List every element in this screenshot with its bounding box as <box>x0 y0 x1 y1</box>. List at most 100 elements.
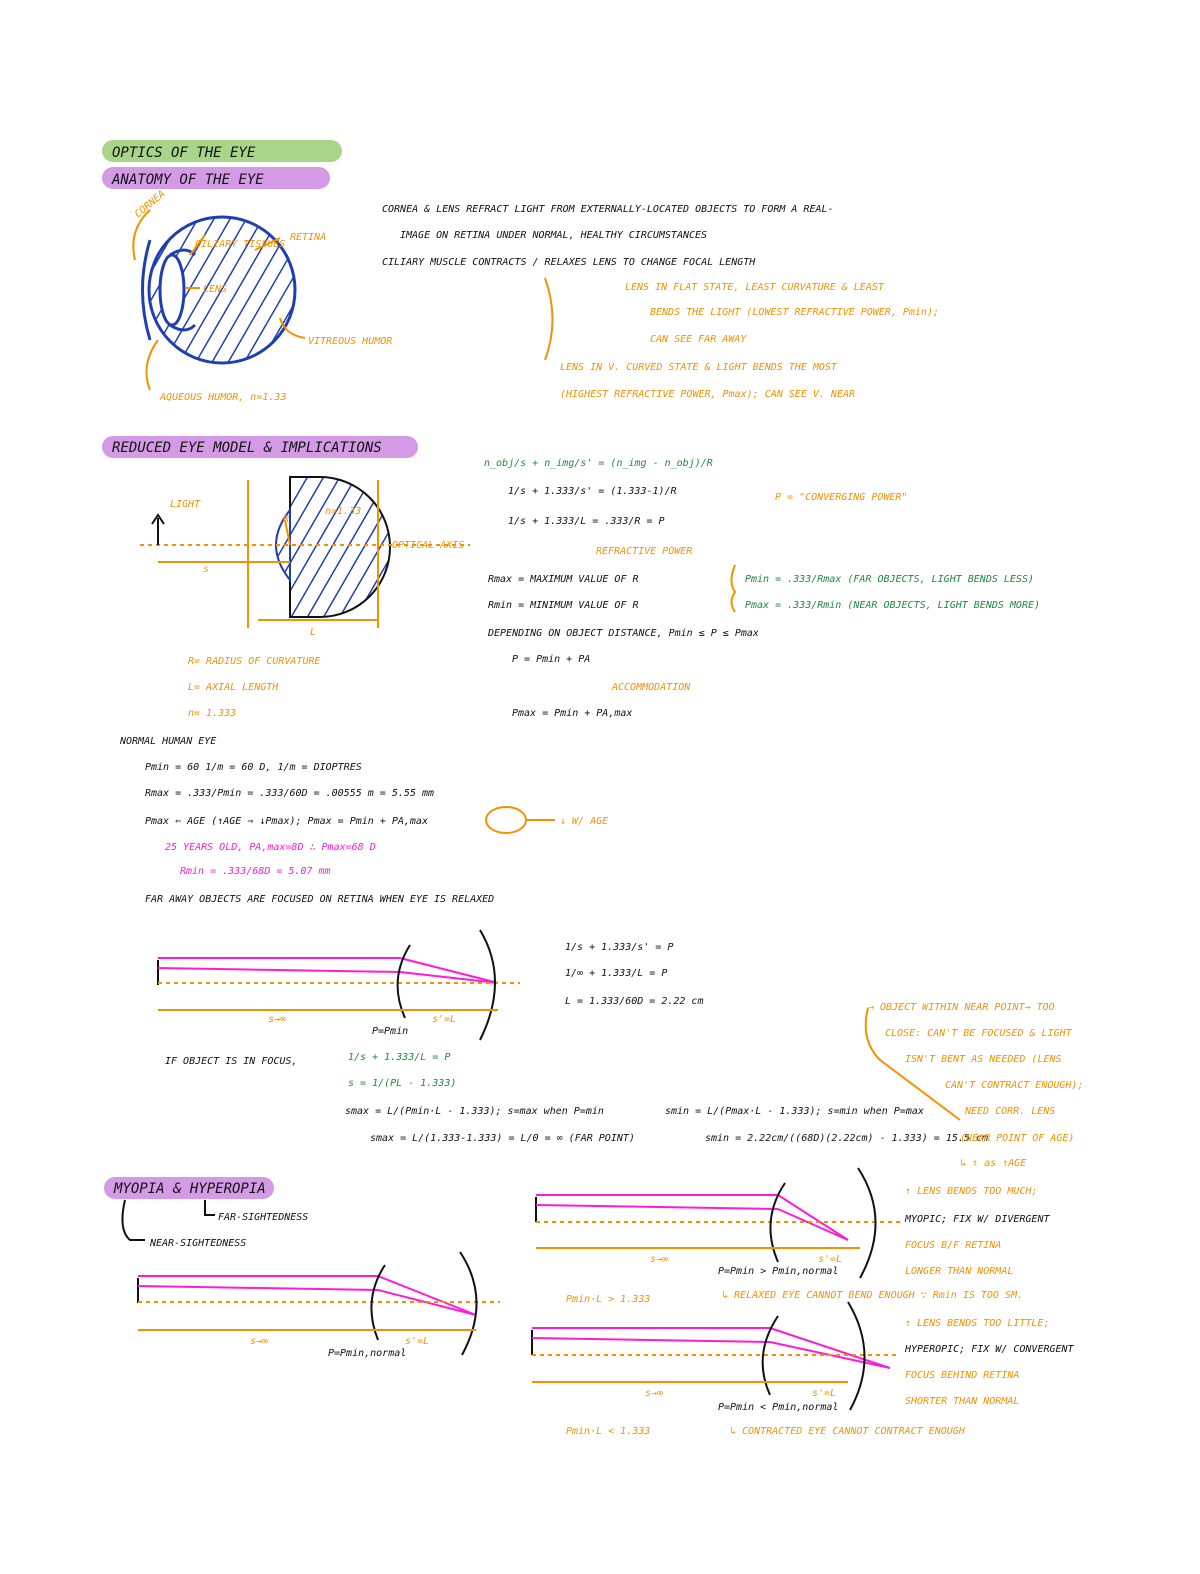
d1-p: P=Pmin,normal <box>328 1348 406 1359</box>
accommodation-label: ACCOMMODATION <box>611 682 691 693</box>
normal-line-1: Pmin = 60 1/m = 60 D, 1/m = DIOPTRES <box>145 762 362 773</box>
branch1-1: BENDS THE LIGHT (LOWEST REFRACTIVE POWER… <box>650 307 939 318</box>
lens-label: LENS <box>203 284 227 295</box>
ray1-eq-1: 1/s + 1.333/s' = P <box>565 942 673 953</box>
d3-r1: HYPEROPIC; FIX W/ CONVERGENT <box>904 1344 1075 1355</box>
myopia-heading: MYOPIA & HYPEROPIA <box>113 1181 266 1197</box>
near-point-label: (NEAR POINT OF AGE) <box>960 1133 1074 1144</box>
ray1-p: P=Pmin <box>372 1026 408 1037</box>
smax-result: smax = L/(1.333-1.333) = L/0 = ∞ (FAR PO… <box>370 1133 635 1144</box>
retina-label: RETINA <box>290 232 326 243</box>
d3-cond: Pmin·L < 1.333 <box>566 1426 650 1437</box>
reduced-heading: REDUCED EYE MODEL & IMPLICATIONS <box>112 440 382 456</box>
ray1-eq-2: 1/∞ + 1.333/L = P <box>565 968 667 979</box>
branch1-2: CAN SEE FAR AWAY <box>650 334 747 345</box>
bullet-rmax: Rmax = MAXIMUM VALUE OF R <box>488 574 639 585</box>
ciliary-label: CILIARY TISSUES <box>195 239 285 250</box>
normal-line-2: Rmax = .333/Pmin = .333/60D = .00555 m =… <box>145 788 434 799</box>
d1-sp: s'=L <box>405 1336 429 1347</box>
reduced-eye-diagram <box>140 476 470 628</box>
d2-r0: ↑ LENS BENDS TOO MUCH; <box>905 1186 1037 1197</box>
vitreous-label: VITREOUS HUMOR <box>308 336 392 347</box>
focus-eq-2: s = 1/(PL - 1.333) <box>348 1078 456 1089</box>
ray-diagram-hyperopia <box>531 1301 900 1411</box>
d2-note: ↳ RELAXED EYE CANNOT BEND ENOUGH ∵ Rmin … <box>722 1290 1023 1301</box>
rnote-0: → OBJECT WITHIN NEAR POINT→ TOO <box>868 1002 1055 1013</box>
ray1-sp: s'=L <box>432 1014 456 1025</box>
branch2-1: (HIGHEST REFRACTIVE POWER, Pmax); CAN SE… <box>560 389 855 400</box>
h1-highlight <box>102 140 342 162</box>
eq-3: 1/s + 1.333/L = .333/R = P <box>508 516 665 527</box>
rnote-4: NEED CORR. LENS <box>964 1106 1055 1117</box>
ray-diagram-normal <box>157 929 520 1041</box>
age-note: ↓ W/ AGE <box>560 816 608 827</box>
cornea-label: CORNEA <box>133 189 168 221</box>
d3-s: s→∞ <box>645 1388 663 1399</box>
note-1: CORNEA & LENS REFRACT LIGHT FROM EXTERNA… <box>382 204 834 215</box>
sub-near: NEAR-SIGHTEDNESS <box>149 1238 246 1249</box>
pmin-formula: Pmin = .333/Rmax (FAR OBJECTS, LIGHT BEN… <box>745 574 1034 585</box>
d3-r0: ↑ LENS BENDS TOO LITTLE; <box>905 1318 1050 1329</box>
d2-s: s→∞ <box>650 1254 668 1265</box>
R-label: R <box>283 514 289 525</box>
h3-highlight <box>102 436 418 458</box>
L-label: L <box>310 627 316 638</box>
note-2: CILIARY MUSCLE CONTRACTS / RELAXES LENS … <box>382 257 756 268</box>
def-R: R= RADIUS OF CURVATURE <box>188 656 320 667</box>
d2-p: P=Pmin > Pmin,normal <box>718 1266 838 1277</box>
eye-anatomy-diagram <box>141 215 297 365</box>
d2-sp: s'=L <box>818 1254 842 1265</box>
rnote-1: CLOSE: CAN'T BE FOCUSED & LIGHT <box>885 1028 1073 1039</box>
eq-1: n_obj/s + n_img/s' = (n_img - n_obj)/R <box>484 458 713 469</box>
pmax-formula: Pmax = .333/Rmin (NEAR OBJECTS, LIGHT BE… <box>745 600 1040 611</box>
bullet-p: P = Pmin + PA <box>512 654 590 665</box>
ray-diagram-myopia <box>535 1167 900 1279</box>
light-label: LIGHT <box>170 499 201 510</box>
normal-eye-title: NORMAL HUMAN EYE <box>119 736 216 747</box>
rnote-2: ISN'T BENT AS NEEDED (LENS <box>905 1054 1062 1065</box>
rnote-3: CAN'T CONTRACT ENOUGH); <box>945 1080 1083 1091</box>
s-label: s <box>203 564 209 575</box>
d2-r1: MYOPIC; FIX W/ DIVERGENT <box>904 1214 1050 1225</box>
d3-note: ↳ CONTRACTED EYE CANNOT CONTRACT ENOUGH <box>730 1426 966 1437</box>
n-label: n=1.33 <box>325 506 361 517</box>
d3-p: P=Pmin < Pmin,normal <box>718 1402 838 1413</box>
h4-highlight <box>104 1177 274 1199</box>
d3-r2: FOCUS BEHIND RETINA <box>905 1370 1019 1381</box>
d2-cond: Pmin·L > 1.333 <box>566 1294 650 1305</box>
normal-line-4: FAR AWAY OBJECTS ARE FOCUSED ON RETINA W… <box>145 894 494 905</box>
pink-line-2: Rmin = .333/68D = 5.07 mm <box>180 866 331 877</box>
bullet-range: DEPENDING ON OBJECT DISTANCE, Pmin ≤ P ≤… <box>487 628 759 639</box>
d3-sp: s'=L <box>812 1388 836 1399</box>
sub-far: FAR-SIGHTEDNESS <box>218 1212 308 1223</box>
branch2-0: LENS IN V. CURVED STATE & LIGHT BENDS TH… <box>560 362 838 373</box>
def-L: L= AXIAL LENGTH <box>188 682 279 693</box>
branch1-0: LENS IN FLAT STATE, LEAST CURVATURE & LE… <box>625 282 885 293</box>
smax-eq: smax = L/(Pmin·L - 1.333); s=max when P=… <box>345 1106 604 1117</box>
aqueous-label: AQUEOUS HUMOR, n=1.33 <box>159 392 286 403</box>
h2-highlight <box>102 167 330 189</box>
page-title: OPTICS OF THE EYE <box>112 145 256 161</box>
ray-diagram-normal-2 <box>137 1251 500 1356</box>
optical-axis-label: OPTICAL AXIS <box>392 540 464 551</box>
ray1-s: s→∞ <box>268 1014 286 1025</box>
refractive-power-label: REFRACTIVE POWER <box>596 546 692 557</box>
normal-line-3: Pmax ⇐ AGE (↑AGE ⇒ ↓Pmax); Pmax = Pmin +… <box>145 816 428 827</box>
pink-line-1: 25 YEARS OLD, PA,max=8D ∴ Pmax=68 D <box>165 842 376 853</box>
bullet-rmin: Rmin = MINIMUM VALUE OF R <box>488 600 639 611</box>
near-point-age: ↳ ↑ as ↑AGE <box>960 1158 1026 1169</box>
d1-s: s→∞ <box>250 1336 268 1347</box>
anatomy-heading: ANATOMY OF THE EYE <box>111 172 264 188</box>
eq-2: 1/s + 1.333/s' = (1.333-1)/R <box>508 486 677 497</box>
ray1-eq-3: L = 1.333/60D = 2.22 cm <box>565 996 703 1007</box>
d2-r3: LONGER THAN NORMAL <box>905 1266 1013 1277</box>
note-1b: IMAGE ON RETINA UNDER NORMAL, HEALTHY CI… <box>400 230 707 241</box>
focus-eq-1: 1/s + 1.333/L = P <box>348 1052 450 1063</box>
d2-r2: FOCUS B/F RETINA <box>905 1240 1001 1251</box>
converging-power-def: P = "CONVERGING POWER" <box>775 492 907 503</box>
def-n: n= 1.333 <box>188 708 236 719</box>
smin-result: smin = 2.22cm/((68D)(2.22cm) - 1.333) = … <box>705 1133 988 1144</box>
bullet-pmax: Pmax = Pmin + PA,max <box>512 708 632 719</box>
